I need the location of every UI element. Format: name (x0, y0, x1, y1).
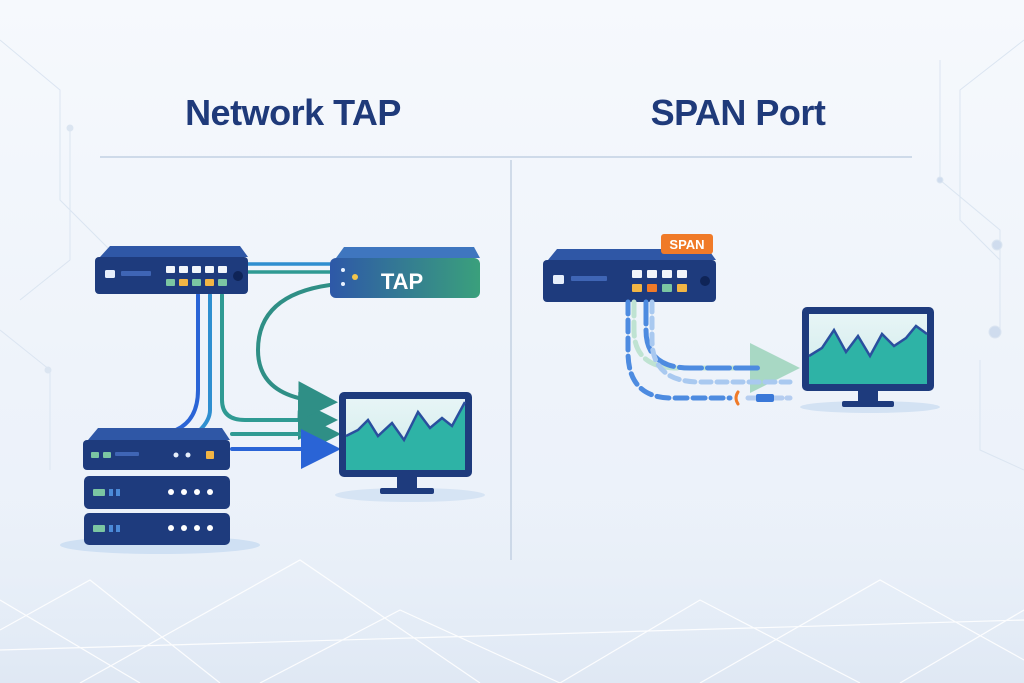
span-mirror-flows (625, 299, 800, 406)
network-tap-title: Network TAP (185, 92, 401, 133)
monitor-left (339, 392, 472, 494)
span-switch-ports (632, 270, 687, 292)
floor (0, 480, 1024, 683)
server-unit-bottom (84, 513, 230, 545)
network-switch-left (95, 246, 248, 294)
span-switch (543, 249, 716, 302)
server-unit-middle (84, 476, 230, 509)
floor-grid (0, 559, 1024, 683)
switch-ports (166, 266, 227, 286)
monitor-right (802, 307, 934, 407)
tap-device: TAP (330, 247, 480, 298)
span-port-title: SPAN Port (650, 92, 826, 133)
tap-cables (174, 262, 341, 469)
span-badge: SPAN (661, 234, 713, 254)
background-network-lines (0, 39, 1024, 471)
span-badge-label: SPAN (669, 237, 704, 252)
monitor-shadow-left (335, 488, 485, 502)
tap-label: TAP (381, 269, 423, 294)
server-stack (83, 428, 230, 545)
server-unit-top (83, 440, 230, 470)
